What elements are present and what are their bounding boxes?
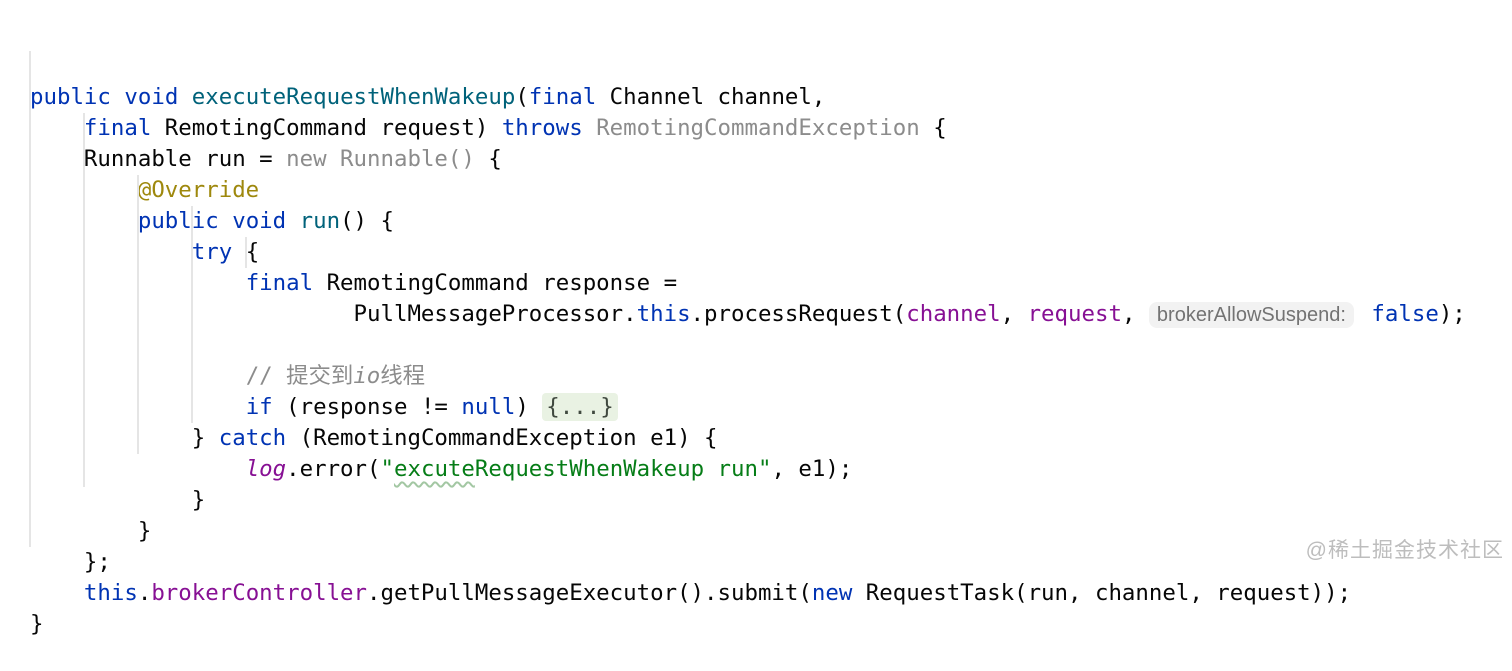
code-token: Channel channel, [596,84,826,110]
watermark: @稀土掘金技术社区 [1305,539,1504,562]
code-token: RemotingCommandException [582,115,920,141]
code-line: if (response != null) {...} [30,392,1512,423]
code-token: PullMessageProcessor. [30,301,637,327]
code-lines: public void executeRequestWhenWakeup(fin… [30,82,1512,640]
code-line: log.error("excuteRequestWhenWakeup run",… [30,454,1512,485]
code-line: this.brokerController.getPullMessageExec… [30,578,1512,609]
code-token [30,580,84,606]
code-line: } [30,485,1512,516]
code-token: { [474,146,502,172]
code-token: { [245,239,260,265]
code-token: executeRequestWhenWakeup [191,84,516,110]
code-token: false [1371,301,1439,327]
code-token: , [1121,301,1149,327]
code-token: throws [501,115,583,141]
code-editor[interactable]: public void executeRequestWhenWakeup(fin… [0,0,1512,637]
code-token: this [83,580,138,606]
code-token: ); [1438,301,1466,327]
code-token [1358,301,1371,327]
code-token: public [30,84,111,110]
code-token: } [30,611,44,637]
code-token: new Runnable() [286,146,475,172]
inline-parameter-hint[interactable]: brokerAllowSuspend: [1148,302,1354,328]
code-line: } [30,609,1512,640]
code-token: void [124,84,179,110]
code-token: request [1027,301,1122,327]
code-token: .processRequest( [690,301,907,327]
code-token: final [245,270,314,296]
code-token: .getPullMessageExecutor().submit( [367,580,812,606]
code-token: RemotingCommand request) [151,115,502,141]
code-token: brokerController [151,580,368,606]
code-line: }; [30,547,1512,578]
code-token: RequestTask(run, channel, request)); [852,580,1352,606]
code-token: new [811,580,853,606]
code-token: " [380,456,394,482]
code-token [30,456,246,482]
code-token: this [636,301,691,327]
code-line: final RemotingCommand request) throws Re… [30,113,1512,144]
code-token: ( [515,84,529,110]
code-token: Runnable run = [30,146,287,172]
code-token: } [30,425,219,451]
code-token: ) [515,394,543,420]
code-token: run [299,208,341,234]
code-line: try { [30,237,1512,268]
code-token: channel [906,301,1001,327]
code-token: , e1); [771,456,853,482]
code-token [219,208,232,234]
code-token: final [83,115,152,141]
code-line: Runnable run = new Runnable() { [30,144,1512,175]
code-token [178,84,191,110]
code-token: log [245,456,287,482]
code-token: void [232,208,287,234]
code-token: RemotingCommand response = [313,270,678,296]
code-line: // 提交到io线程 [30,361,1512,392]
indent-guide [191,206,193,423]
indent-guide [83,113,85,487]
code-token: try [191,239,233,265]
code-line: PullMessageProcessor.this.processRequest… [30,299,1512,330]
code-line: public void run() { [30,206,1512,237]
code-line: } [30,516,1512,547]
code-token: public [137,208,219,234]
code-token [286,208,299,234]
code-token: } [30,487,206,513]
code-token: @Override [137,177,260,203]
code-token: { [919,115,947,141]
code-line: } catch (RemotingCommandException e1) { [30,423,1512,454]
code-token: 线程 [380,363,426,389]
indent-guide [137,175,139,454]
code-token: () { [340,208,394,234]
code-token: }; [30,549,111,575]
code-token: , [1000,301,1028,327]
code-token: (response != [272,394,462,420]
code-token: final [528,84,597,110]
indent-guide [29,51,31,547]
code-token: RequestWhenWakeup run" [474,456,772,482]
code-line: final RemotingCommand response = [30,268,1512,299]
code-token: (RemotingCommandException e1) { [286,425,718,451]
indent-guide [245,237,247,268]
code-token: catch [218,425,287,451]
code-token: . [137,580,152,606]
code-token [111,84,124,110]
code-token: null [461,394,516,420]
code-token [30,239,192,265]
code-line: @Override [30,175,1512,206]
code-token: } [30,518,152,544]
code-line [30,330,1512,361]
code-token: if [245,394,273,420]
code-token: excute [394,456,475,482]
folded-code-block[interactable]: {...} [542,393,618,421]
code-line: public void executeRequestWhenWakeup(fin… [30,82,1512,113]
code-token: // 提交到 [245,363,354,389]
code-token [30,115,84,141]
code-token: .error( [286,456,381,482]
code-token: io [353,363,381,389]
